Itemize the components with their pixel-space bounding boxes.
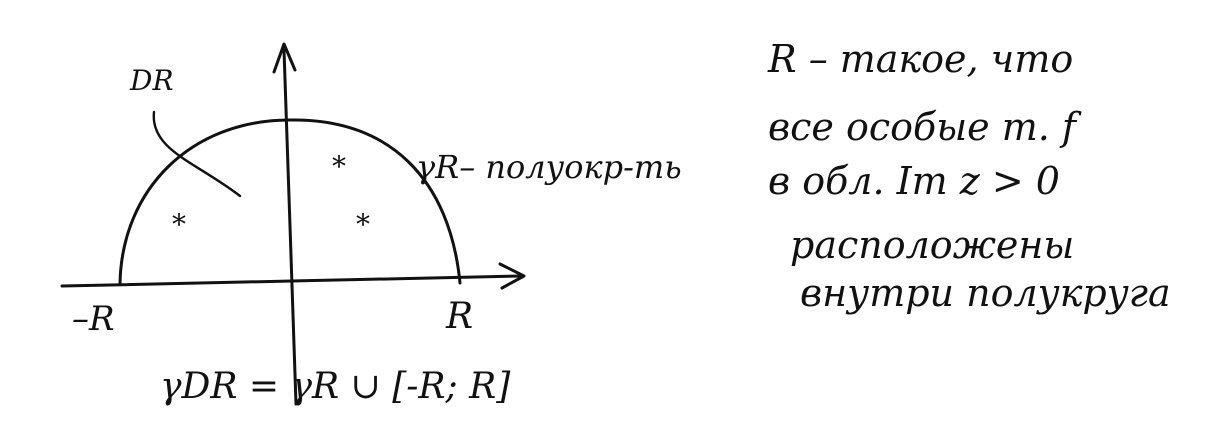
semicircle-contour: [118, 118, 462, 285]
pos-r-label: R: [445, 296, 473, 337]
note-line: R – такое, что: [767, 37, 1073, 81]
singular-point-marker: *: [172, 208, 186, 241]
note-line: в обл. Im z > 0: [768, 159, 1060, 203]
region-pointer-line: [152, 110, 242, 198]
neg-r-label: –R: [72, 299, 115, 339]
region-label: DR: [129, 64, 174, 97]
singular-point-marker: *: [356, 208, 370, 241]
side-note: R – такое, что все особые т. f в обл. Im…: [767, 37, 1171, 315]
imaginary-axis: [272, 42, 298, 406]
note-line: расположены: [790, 223, 1074, 267]
boundary-formula: γDR = γR ∪ [-R; R]: [160, 366, 511, 407]
semicircle-label: γR– полуокр-ть: [416, 148, 682, 186]
imaginary-axis-arrowhead: [272, 42, 297, 74]
singular-point-marker: *: [332, 150, 346, 183]
note-line: все особые т. f: [768, 105, 1082, 149]
note-line: внутри полукруга: [800, 271, 1171, 315]
real-axis-arrowhead: [498, 262, 526, 290]
